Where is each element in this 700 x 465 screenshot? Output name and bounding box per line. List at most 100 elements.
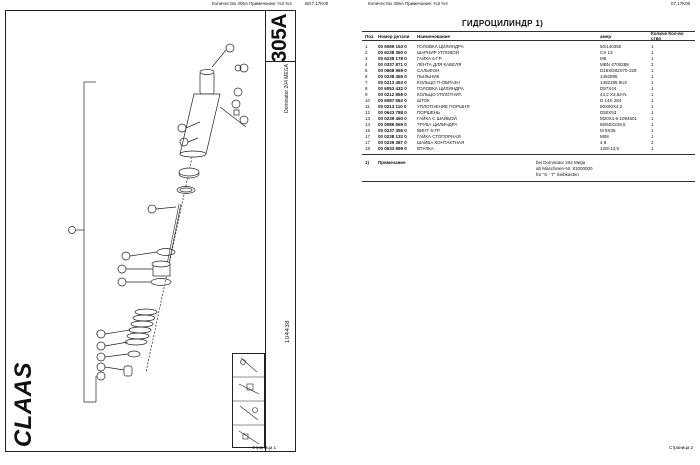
right-header-count-note: Количество 305A Примечание: %3 %4 — [368, 1, 448, 6]
right-page-number: Страница 2 — [669, 445, 694, 450]
note-heading: Примечание — [378, 160, 406, 165]
col-pos: Поз. — [365, 34, 375, 39]
row-pos: 17 — [365, 134, 371, 139]
note-line: ab Maschinen-Nr. 81000000 — [536, 166, 593, 171]
row-dimension: 1492895 — [600, 74, 618, 79]
row-part-number: 00 0086 559 0 — [378, 122, 407, 127]
row-pos: 13 — [365, 116, 371, 121]
row-dimension: 56/50X229,5 — [600, 122, 626, 127]
row-quantity: 1 — [651, 146, 654, 151]
row-name: КОЛЬЦО П-ОБРАЗН — [417, 80, 460, 85]
row-part-number: 00 0238 132 0 — [378, 134, 407, 139]
drawing-frame — [5, 10, 296, 452]
row-dimension: 50X60X4,2 — [600, 104, 623, 109]
row-name: ГОЛОВКА ЦИЛИНДРА — [417, 86, 464, 91]
table-row: 7 00 0213 453 0 КОЛЬЦО П-ОБРАЗН 1492195 9U2… — [362, 80, 695, 86]
row-dimension: M20X1,5-1094501 — [600, 116, 638, 121]
row-pos: 18 — [365, 146, 371, 151]
row-name: САЛЬФОН — [417, 68, 440, 73]
row-quantity: 1 — [651, 122, 654, 127]
row-dimension: D18XD82X70-228 — [600, 68, 637, 73]
row-part-number: 00 6238 350 0 — [378, 50, 407, 55]
row-dimension: 4 8 — [600, 140, 607, 145]
row-quantity: 2 — [651, 62, 654, 67]
row-quantity: 1 — [651, 86, 654, 91]
note-marker: 1) — [365, 160, 370, 165]
row-pos: 9 — [365, 92, 368, 97]
row-pos: 8 — [365, 86, 368, 91]
group-number-box — [265, 10, 296, 62]
table-row: 17 00 0238 132 0 ГАЙКА СТОПОРНАЯ M08 1 — [362, 134, 695, 140]
row-name: УПЛОТНЕНИЕ ПОРШНЯ — [417, 104, 470, 109]
row-name: КОЛЬЦО УПЛОТНИТ. — [417, 92, 463, 97]
row-quantity: 1 — [651, 68, 654, 73]
row-dimension: M08 — [600, 134, 609, 139]
col-quantity: Количе Кол-во ство — [651, 31, 684, 41]
row-name: ВИНТ 6-ГР — [417, 128, 440, 133]
row-pos: 6 — [365, 74, 368, 79]
legend-panel — [232, 353, 266, 448]
row-quantity: 1 — [651, 134, 654, 139]
notes-divider — [362, 154, 695, 155]
col-name: Наименование — [417, 34, 451, 39]
right-header-code: 07.17K00 — [671, 1, 691, 6]
row-part-number: 00 6053 432 0 — [378, 86, 407, 91]
row-name: ШАЙБА КОНТАКТНАЯ — [417, 140, 465, 145]
row-dimension: M8 — [600, 56, 607, 61]
row-quantity: 1 — [651, 44, 654, 49]
row-part-number: 00 0212 859 0 — [378, 92, 407, 97]
row-dimension: M 8X35 — [600, 128, 616, 133]
exploded-view-drawing — [68, 43, 249, 403]
row-part-number: 00 0668 969 0 — [378, 68, 407, 73]
row-quantity: 1 — [651, 110, 654, 115]
row-part-number: 00 0238 455 0 — [378, 74, 407, 79]
row-name: ШАРНИР УГЛОВОЙ — [417, 50, 459, 55]
row-quantity: 1 — [651, 104, 654, 109]
note-line: bei Dominator 204 Mega — [536, 160, 586, 165]
row-pos: 7 — [365, 80, 368, 85]
row-part-number: 00 0337 871 0 — [378, 62, 407, 67]
row-dimension: 12/8-13,5 — [600, 146, 620, 151]
row-name: ТРУБА ЦИЛИНДРА — [417, 122, 458, 127]
row-pos: 17 — [365, 140, 371, 145]
row-dimension: 50/140350 — [600, 44, 622, 49]
row-quantity: 1 — [651, 74, 654, 79]
table-row: 13 00 0239 450 0 ГАЙКА С ШАЙБОЙ M20X1,5-109… — [362, 116, 695, 122]
group-number: 305A — [268, 14, 291, 63]
row-name: ГАЙКА СТОПОРНАЯ — [417, 134, 461, 139]
col-dimension: амер — [600, 34, 612, 39]
row-part-number: 00 6087 562 0 — [378, 98, 407, 103]
row-name: ПЫЛЬНИК — [417, 74, 440, 79]
row-part-number: 00 6089 153 0 — [378, 44, 407, 49]
row-quantity: 1 — [651, 80, 654, 85]
row-part-number: 00 0239 387 0 — [378, 140, 407, 145]
row-pos: 4 — [365, 62, 368, 67]
row-name: ГАЙКА 6-ГР. — [417, 56, 443, 61]
row-part-number: 00 6238 178 0 — [378, 56, 407, 61]
row-pos: 10 — [365, 98, 371, 103]
row-part-number: 00 0213 453 0 — [378, 80, 407, 85]
section-title: ГИДРОЦИЛИНДР 1) — [462, 19, 544, 28]
row-name: ПОРШЕНЬ — [417, 110, 441, 115]
note-line: für "S - T" Siebkasten — [536, 172, 579, 177]
row-part-number: 00 0239 450 0 — [378, 116, 407, 121]
title-strip — [265, 10, 296, 452]
row-pos: 5 — [365, 68, 368, 73]
row-dimension: 1492195 9U2 — [600, 80, 628, 85]
row-name: ГАЙКА С ШАЙБОЙ — [417, 116, 457, 121]
legend-drawings — [233, 357, 266, 445]
row-quantity: 2 — [651, 140, 654, 145]
row-pos: 11 — [365, 104, 370, 109]
row-name: ШТОК — [417, 98, 430, 103]
drawing-code: 104438 — [285, 320, 291, 344]
